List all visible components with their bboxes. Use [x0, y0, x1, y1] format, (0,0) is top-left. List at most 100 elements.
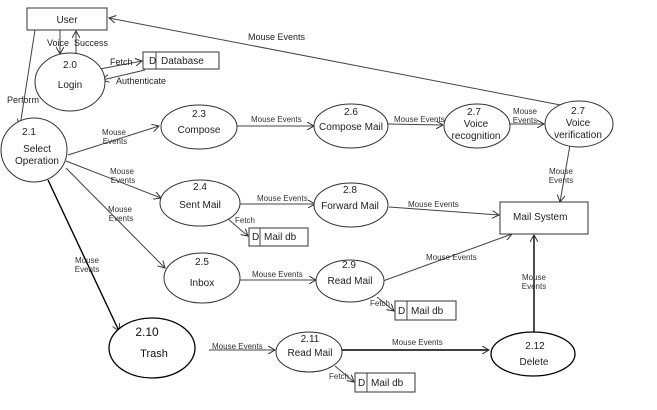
entity-mail-system-label: Mail System	[513, 212, 567, 223]
process-inbox-number: 2.5	[195, 257, 209, 268]
label-mouse-sent-1: Mouse	[110, 167, 135, 176]
flow-compose-mail-to-voice-recognition	[387, 124, 443, 125]
flow-select-to-inbox	[65, 167, 165, 268]
flow-read-mail-fetch	[376, 296, 394, 311]
process-select-name-line1: Select	[23, 144, 51, 155]
flow-select-to-sent	[65, 160, 161, 198]
label-mouse-sent-2: Events	[111, 176, 135, 185]
flow-labels: Voice Success Fetch Authenticate Perform…	[7, 32, 574, 381]
process-compose-mail-name: Compose Mail	[319, 122, 383, 133]
label-mouse-trash-1: Mouse	[75, 256, 100, 265]
store-mail-db-sent[interactable]: D Mail db	[248, 227, 309, 247]
store-database-name: Database	[161, 56, 204, 67]
label-trash-read-fetch: Fetch	[329, 372, 349, 381]
flow-forward-to-mail-system	[388, 206, 499, 215]
store-mail-db-read[interactable]: D Mail db	[394, 300, 457, 321]
flow-sent-fetch	[227, 218, 248, 236]
process-delete[interactable]: 2.12 Delete	[490, 331, 576, 377]
flow-select-to-trash	[47, 179, 119, 331]
store-mail-db-sent-name: Mail db	[264, 232, 297, 243]
process-sent-name: Sent Mail	[179, 200, 221, 211]
process-read-mail[interactable]: 2.9 Read Mail	[315, 259, 385, 303]
process-read-mail-number: 2.9	[342, 260, 356, 271]
process-forward-name: Forward Mail	[321, 201, 379, 212]
process-select-number: 2.1	[22, 127, 36, 138]
process-trash-number: 2.10	[135, 325, 159, 339]
store-mail-db-read-name: Mail db	[411, 306, 444, 317]
entity-user[interactable]: User	[26, 7, 108, 31]
label-inbox-to-read: Mouse Events	[252, 270, 303, 279]
label-read-to-delete: Mouse Events	[392, 338, 443, 347]
process-inbox[interactable]: 2.5 Inbox	[163, 252, 241, 304]
label-sent-to-forward: Mouse Events	[257, 194, 308, 203]
process-delete-number: 2.12	[525, 341, 545, 352]
process-select-operation[interactable]: 2.1 Select Operation	[0, 117, 68, 183]
process-trash-read-mail[interactable]: 2.11 Read Mail	[275, 331, 343, 373]
store-database-tag: D	[149, 56, 156, 67]
label-mouse-compose-2: Events	[103, 137, 127, 146]
flow-perform	[20, 29, 36, 126]
process-trash-read-name: Read Mail	[287, 348, 332, 359]
process-voice-verification-line2: verification	[554, 130, 602, 141]
flow-read-mail-to-mail-system	[382, 234, 512, 282]
process-sent-mail[interactable]: 2.4 Sent Mail	[159, 179, 241, 227]
process-trash-name: Trash	[140, 348, 168, 360]
label-mouse-trash-2: Events	[75, 265, 99, 274]
process-login[interactable]: 2.0 Login	[34, 52, 106, 112]
label-trash-to-read: Mouse Events	[212, 342, 263, 351]
process-trash[interactable]: 2.10 Trash	[108, 317, 196, 379]
label-read-fetch: Fetch	[370, 299, 390, 308]
process-voice-verification[interactable]: 2.7 Voice verification	[544, 100, 614, 148]
entity-mail-system[interactable]: Mail System	[499, 201, 589, 235]
store-mail-db-trash-tag: D	[358, 378, 365, 389]
label-authenticate: Authenticate	[116, 76, 166, 86]
store-database[interactable]: D Database	[142, 51, 220, 70]
label-mouse-inbox-2: Events	[109, 214, 133, 223]
flow-select-to-compose	[67, 126, 159, 156]
label-mouse-events-user: Mouse Events	[248, 32, 306, 42]
label-read-to-mail-system: Mouse Events	[426, 253, 477, 262]
label-forward-to-mail-system: Mouse Events	[408, 200, 459, 209]
label-recognition-to-verification-1: Mouse	[513, 107, 538, 116]
label-verification-to-mail-system-1: Mouse	[549, 167, 574, 176]
process-delete-name: Delete	[520, 357, 549, 368]
label-delete-to-mail-system-1: Mouse	[522, 273, 547, 282]
label-delete-to-mail-system-2: Events	[522, 282, 546, 291]
process-sent-number: 2.4	[193, 182, 207, 193]
process-compose-name: Compose	[178, 125, 221, 136]
label-recognition-to-verification-2: Events	[513, 116, 537, 125]
entity-user-label: User	[56, 15, 78, 26]
process-forward-mail[interactable]: 2.8 Forward Mail	[313, 182, 389, 228]
process-voice-recognition-line2: recognition	[452, 131, 501, 142]
process-forward-number: 2.8	[343, 185, 357, 196]
process-login-name: Login	[58, 80, 82, 91]
label-voice: Voice	[47, 38, 69, 48]
label-mouse-compose-1: Mouse	[102, 128, 127, 137]
label-fetch-database: Fetch	[110, 57, 133, 67]
label-compose-to-compose-mail: Mouse Events	[251, 115, 302, 124]
flows	[20, 18, 577, 382]
process-compose-mail-number: 2.6	[344, 107, 358, 118]
process-compose-number: 2.3	[192, 109, 206, 120]
process-voice-recognition-line1: Voice	[464, 119, 489, 130]
label-perform: Perform	[7, 95, 39, 105]
process-compose-mail[interactable]: 2.6 Compose Mail	[313, 103, 389, 149]
process-compose[interactable]: 2.3 Compose	[160, 104, 238, 150]
store-mail-db-trash[interactable]: D Mail db	[354, 372, 416, 393]
label-compose-mail-to-recognition: Mouse Events	[394, 115, 445, 124]
store-mail-db-trash-name: Mail db	[371, 378, 404, 389]
store-mail-db-sent-tag: D	[252, 232, 259, 243]
store-mail-db-read-tag: D	[398, 306, 405, 317]
process-trash-read-number: 2.11	[301, 334, 320, 345]
process-select-name-line2: Operation	[15, 156, 59, 167]
label-success: Success	[74, 38, 109, 48]
flow-trash-read-fetch	[334, 365, 354, 382]
process-voice-recognition[interactable]: 2.7 Voice recognition	[443, 103, 511, 149]
process-voice-verification-number: 2.7	[571, 106, 585, 117]
process-voice-verification-line1: Voice	[566, 118, 591, 129]
process-voice-recognition-number: 2.7	[467, 107, 481, 118]
flow-authenticate	[102, 69, 146, 80]
label-mouse-inbox-1: Mouse	[108, 205, 133, 214]
process-login-number: 2.0	[63, 60, 77, 71]
